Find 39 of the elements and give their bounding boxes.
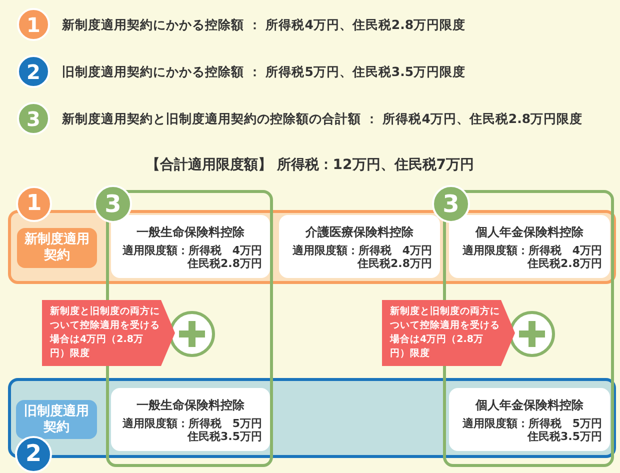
limit-text: 適用限度額：所得税 5万円: [462, 417, 602, 430]
limit-text: 住民税2.8万円: [188, 257, 262, 270]
limit-text: 住民税2.8万円: [528, 257, 602, 270]
limit-text: 適用限度額：所得税 4万円: [462, 244, 602, 257]
deduction-card: [111, 215, 270, 278]
plus-icon: [509, 311, 555, 357]
limit-text: 住民税2.8万円: [358, 257, 432, 270]
callout-box: [382, 300, 515, 366]
callout-text: 新制度と旧制度の両方について控除適用を受ける場合は4万円（2.8万円）限度: [390, 305, 501, 361]
contract-label: 新制度適用契約: [17, 228, 97, 268]
number-badge: 1: [16, 186, 52, 222]
number-badge: 2: [17, 55, 50, 88]
card-title: 個人年金保険料控除: [474, 224, 584, 241]
contract-label: 旧制度適用契約: [16, 400, 97, 439]
row-text: 新制度適用契約と旧制度適用契約の控除額の合計額 ： 所得税4万円、住民税2.8万円限度: [62, 110, 583, 128]
card-title: 介護医療保険料控除: [304, 224, 414, 241]
callout-box: [42, 300, 175, 366]
deduction-card: [449, 388, 610, 451]
limit-text: 適用限度額：所得税 5万円: [122, 417, 262, 430]
limit-text: 住民税3.5万円: [528, 430, 602, 443]
deduction-card: [449, 215, 610, 278]
plus-icon: [169, 311, 215, 357]
card-title: 個人年金保険料控除: [474, 397, 584, 414]
limit-text: 住民税3.5万円: [188, 430, 262, 443]
number-badge: 1: [17, 8, 50, 41]
deduction-card: [111, 388, 270, 451]
limit-text: 適用限度額：所得税 4万円: [292, 244, 432, 257]
row-text: 旧制度適用契約にかかる控除額 ： 所得税5万円、住民税3.5万円限度: [62, 62, 466, 80]
limit-text: 適用限度額：所得税 4万円: [122, 244, 262, 257]
row-text: 新制度適用契約にかかる控除額 ： 所得税4万円、住民税2.8万円限度: [62, 16, 466, 34]
card-title: 一般生命保険料控除: [136, 224, 246, 241]
summary-text: 【合計適用限度額】 所得税：12万円、住民税7万円: [144, 156, 476, 175]
number-badge: 3: [94, 185, 132, 223]
callout-text: 新制度と旧制度の両方について控除適用を受ける場合は4万円（2.8万円）限度: [50, 305, 161, 361]
card-title: 一般生命保険料控除: [136, 397, 246, 414]
number-badge: 3: [432, 185, 470, 223]
deduction-card: [279, 215, 440, 278]
number-badge: 2: [15, 436, 52, 473]
number-badge: 3: [17, 102, 50, 135]
